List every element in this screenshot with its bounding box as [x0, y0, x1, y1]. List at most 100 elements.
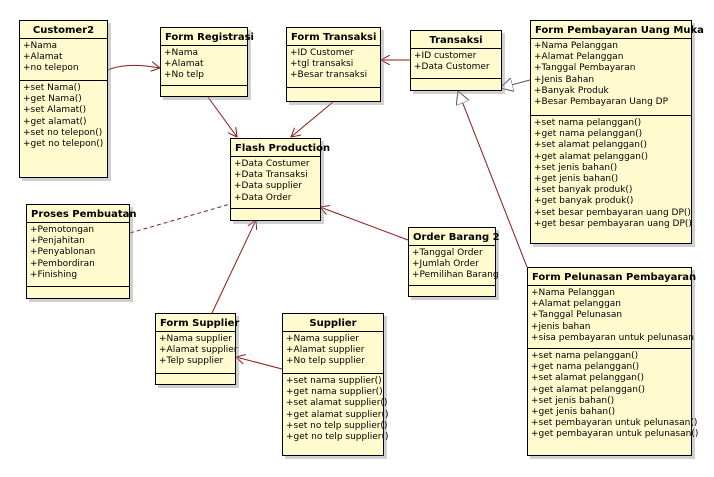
- class-title: Form Pelunasan Pembayaran: [528, 268, 696, 286]
- class-supplier[interactable]: Supplier +Nama supplier+Alamat supplier+…: [282, 313, 389, 456]
- class-title: Flash Production: [231, 139, 330, 157]
- class-title: Order Barang 2: [409, 228, 500, 246]
- attributes-section: +Data Costumer+Data Transaksi+Data suppl…: [231, 157, 320, 209]
- attributes-section: +ID Customer+tgl transaksi+Besar transak…: [287, 46, 380, 88]
- method-item: +set nama pelanggan(): [531, 351, 639, 361]
- attribute-item: +Data Customer: [414, 62, 490, 73]
- attributes-section: +Tanggal Order+Jumlah Order+Pemilihan Ba…: [409, 246, 499, 286]
- class-customer2[interactable]: Customer2 +Nama+Alamat+no telepon +set N…: [19, 20, 108, 178]
- methods-section: [161, 86, 247, 91]
- class-title: Form Transaksi: [287, 28, 380, 46]
- method-item: +set jenis bahan(): [534, 162, 618, 173]
- attribute-item: +Pemotongan: [30, 225, 95, 235]
- method-item: +set besar pembayaran uang DP(): [534, 207, 691, 218]
- link-orderbarang-flashproduction: [320, 207, 409, 241]
- method-item: +get no telepon(): [23, 139, 104, 150]
- attribute-item: +Alamat supplier: [286, 345, 365, 356]
- attribute-item: +Alamat: [164, 59, 204, 70]
- method-item: +get nama pelanggan(): [534, 129, 643, 140]
- method-item: +set nama pelanggan(): [534, 118, 642, 128]
- attribute-item: +Data Costumer: [234, 159, 310, 169]
- methods-section: [409, 286, 495, 291]
- class-form-registrasi[interactable]: Form Registrasi +Nama+Alamat+No telp: [160, 27, 254, 97]
- attribute-item: +Jumlah Order: [412, 259, 479, 270]
- methods-section: [287, 88, 380, 93]
- attribute-item: +Alamat Pelanggan: [534, 52, 624, 63]
- attribute-item: +Finishing: [30, 269, 78, 280]
- attribute-item: +Alamat supplier: [159, 345, 238, 356]
- link-formpelunasan-transaksi: [458, 91, 528, 268]
- attributes-section: +Nama Pelanggan+Alamat Pelanggan+Tanggal…: [531, 39, 691, 116]
- attribute-item: +Nama Pelanggan: [534, 41, 618, 51]
- class-transaksi[interactable]: Transaksi +ID customer+Data Customer: [410, 30, 502, 91]
- attributes-section: +ID customer+Data Customer: [411, 49, 501, 79]
- class-flash-production[interactable]: Flash Production +Data Costumer+Data Tra…: [230, 138, 330, 221]
- link-formtransaksi-flashproduction: [291, 101, 334, 137]
- attributes-section: +Pemotongan+Penjahitan+Penyablonan+Pembo…: [27, 223, 129, 287]
- class-title: Form Supplier: [156, 314, 239, 332]
- method-item: +set alamat pelanggan(): [534, 140, 647, 151]
- attribute-item: +Nama supplier: [159, 334, 232, 344]
- attribute-item: +Tanggal Pelunasan: [531, 310, 623, 321]
- link-customer2-formregistrasi: [107, 65, 160, 70]
- attribute-item: +sisa pembayaran untuk pelunasan: [531, 332, 694, 343]
- class-form-pelunasan-pembayaran[interactable]: Form Pelunasan Pembayaran +Nama Pelangga…: [527, 267, 699, 456]
- methods-section: [411, 79, 501, 84]
- methods-section: [231, 209, 320, 214]
- class-title: Proses Pembuatan: [27, 205, 137, 223]
- attribute-item: +Tanggal Pembayaran: [534, 63, 636, 74]
- attribute-item: +No telp supplier: [286, 356, 365, 367]
- attribute-item: +Banyak Produk: [534, 85, 609, 96]
- method-item: +get banyak produk(): [534, 196, 634, 207]
- attributes-section: +Nama+Alamat+no telepon: [20, 39, 107, 81]
- attribute-item: +Nama: [23, 41, 58, 51]
- class-title: Form Registrasi: [161, 28, 254, 46]
- method-item: +get jenis bahan(): [534, 174, 619, 185]
- method-item: +set alamat supplier(): [286, 398, 388, 409]
- attribute-item: +Jenis Bahan: [534, 74, 595, 85]
- attribute-item: +Tanggal Order: [412, 248, 483, 258]
- attribute-item: +Besar transaksi: [290, 70, 368, 81]
- attribute-item: +Pemilihan Barang: [412, 270, 499, 281]
- class-title: Transaksi: [411, 31, 501, 49]
- attribute-item: +Data supplier: [234, 181, 302, 192]
- attribute-item: +Besar Pembayaran Uang DP: [534, 97, 669, 108]
- attribute-item: +ID customer: [414, 51, 477, 61]
- class-title: Form Pembayaran Uang Muka: [531, 21, 704, 39]
- method-item: +set banyak produk(): [534, 185, 633, 196]
- method-item: +get pembayaran untuk pelunasan(): [531, 429, 699, 440]
- method-item: +get alamat supplier(): [286, 409, 389, 420]
- methods-section: +set nama pelanggan()+get nama pelanggan…: [531, 116, 692, 233]
- method-item: +get jenis bahan(): [531, 407, 616, 418]
- method-item: +get alamat(): [23, 116, 87, 127]
- method-item: +set nama supplier(): [286, 376, 382, 386]
- link-formregistrasi-flashproduction: [207, 96, 237, 137]
- attribute-item: +Nama supplier: [286, 334, 359, 344]
- method-item: +get nama pelanggan(): [531, 362, 640, 373]
- attribute-item: +tgl transaksi: [290, 59, 354, 70]
- class-form-pembayaran-uang-muka[interactable]: Form Pembayaran Uang Muka +Nama Pelangga…: [530, 20, 704, 244]
- attribute-item: +Penyablonan: [30, 247, 96, 258]
- attribute-item: +Pembordiran: [30, 258, 95, 269]
- method-item: +set Nama(): [23, 83, 81, 93]
- attribute-item: +Telp supplier: [159, 356, 224, 367]
- methods-section: [27, 287, 129, 292]
- method-item: +set alamat pelanggan(): [531, 373, 644, 384]
- attribute-item: +Data Transaksi: [234, 170, 308, 181]
- attribute-item: +No telp: [164, 70, 204, 81]
- class-proses-pembuatan[interactable]: Proses Pembuatan +Pemotongan+Penjahitan+…: [26, 204, 137, 299]
- attributes-section: +Nama supplier+Alamat supplier+No telp s…: [283, 332, 383, 374]
- class-order-barang-2[interactable]: Order Barang 2 +Tanggal Order+Jumlah Ord…: [408, 227, 500, 297]
- attribute-item: +ID Customer: [290, 48, 354, 58]
- attributes-section: +Nama Pelanggan+Alamat pelanggan+Tanggal…: [528, 286, 694, 349]
- link-supplier-formsupplier: [236, 357, 283, 370]
- method-item: +get alamat pelanggan(): [531, 384, 646, 395]
- class-form-supplier[interactable]: Form Supplier +Nama supplier+Alamat supp…: [155, 313, 239, 385]
- attribute-item: +Data Order: [234, 192, 292, 203]
- attribute-item: +Nama: [164, 48, 199, 58]
- method-item: +get nama supplier(): [286, 387, 383, 398]
- method-item: +set no telp supplier(): [286, 420, 388, 431]
- method-item: +set jenis bahan(): [531, 395, 615, 406]
- class-form-transaksi[interactable]: Form Transaksi +ID Customer+tgl transaks…: [286, 27, 381, 102]
